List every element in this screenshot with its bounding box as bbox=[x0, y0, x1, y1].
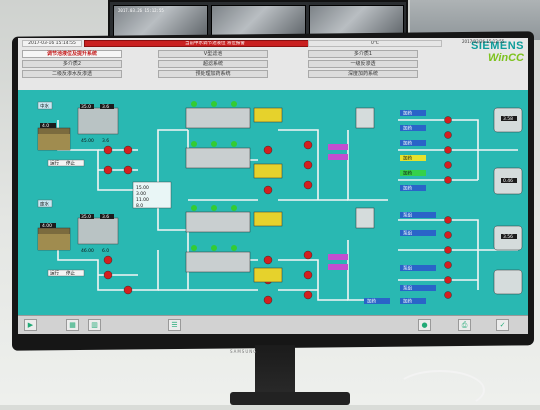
chem-label-column: 加药 加药 加药 加药 加药 加药 泵组 泵组 泵组 泵组 加药 加药 bbox=[364, 110, 436, 305]
filter-bank-lower[interactable] bbox=[185, 205, 251, 273]
feed-pit-upper-level bbox=[38, 134, 70, 150]
cable bbox=[395, 370, 485, 410]
status-lower-stop: 停止 bbox=[66, 270, 75, 277]
nav-ultrafiltration[interactable]: 超滤系统 bbox=[158, 60, 268, 68]
nav-multimedia-2[interactable]: 多介质2 bbox=[22, 60, 122, 68]
status-upper-run: 运行 bbox=[50, 160, 59, 167]
chem-label-8: 加药 bbox=[367, 298, 376, 305]
dosing-unit-upper[interactable] bbox=[77, 104, 119, 135]
clarifier-units[interactable] bbox=[253, 107, 283, 283]
nav-ro-stage-1[interactable]: 一级反渗透 bbox=[308, 60, 418, 68]
map-icon[interactable]: ▦ bbox=[66, 319, 79, 331]
monitor-brand: SAMSUNG bbox=[230, 349, 258, 354]
chem-label-1: 加药 bbox=[403, 110, 412, 117]
pump-label-3: 泵组 bbox=[403, 265, 412, 272]
flow-upper-4: 8.0 bbox=[136, 203, 143, 209]
pump-array[interactable] bbox=[103, 116, 452, 305]
chem-tanks-mid[interactable] bbox=[328, 107, 375, 270]
status-box-lower bbox=[47, 269, 85, 277]
level-readout-upper: 4.0 bbox=[42, 123, 49, 129]
nav-level-lift[interactable]: 调节池液位及提升系统 bbox=[22, 50, 122, 58]
monitor-foot bbox=[230, 392, 350, 405]
dosing-unit-lower[interactable] bbox=[77, 214, 119, 245]
readout-lower-4: 6.0 bbox=[102, 248, 109, 254]
chem-label-7: 加药 bbox=[403, 298, 412, 305]
nav-multimedia-1[interactable]: 多介质1 bbox=[308, 50, 418, 58]
pump-label-2: 泵组 bbox=[403, 230, 412, 237]
feed-pit-lower-level bbox=[38, 234, 70, 250]
status-lower-run: 运行 bbox=[50, 270, 59, 277]
nav-advanced-dosing[interactable]: 深度加药系统 bbox=[308, 70, 418, 78]
product-tanks[interactable] bbox=[493, 107, 523, 295]
wincc-screen: 2017-03-16 15:14:55 当前中水调节池液位 液位报警 0℃ 调节… bbox=[18, 38, 528, 334]
readout-lower-3: 46.00 bbox=[81, 248, 94, 254]
chem-label-5: 加药 bbox=[403, 170, 412, 177]
pump-label-1: 泵组 bbox=[403, 212, 412, 219]
pump-label-4: 泵组 bbox=[403, 285, 412, 292]
tank-label-upper: 中水 bbox=[40, 103, 49, 110]
flow-upper-1: 15.00 bbox=[136, 185, 149, 191]
status-box-upper bbox=[47, 159, 85, 167]
tank-label-lower-bg bbox=[37, 199, 53, 208]
alarm-extra: 0℃ bbox=[308, 40, 442, 47]
chem-label-3: 加药 bbox=[403, 140, 412, 147]
chem-label-4: 加药 bbox=[403, 155, 412, 162]
product-tank-3-value: 3.56 bbox=[503, 234, 513, 240]
product-tank-1-value: 3.58 bbox=[503, 116, 513, 122]
level-readout-upper-bg bbox=[40, 123, 56, 128]
level-readout-lower-bg bbox=[40, 223, 56, 228]
readout-upper-3: 45.00 bbox=[81, 138, 94, 144]
hmi-toolbar: ▶ ▦ ▥ ☰ ● ⎙ ✓ bbox=[18, 315, 528, 334]
confirm-icon[interactable]: ✓ bbox=[496, 319, 509, 331]
chem-label-6: 加药 bbox=[403, 185, 412, 192]
level-readout-lower: 4.00 bbox=[42, 223, 52, 229]
flow-upper-2: 3.00 bbox=[136, 191, 146, 197]
filter-bank-upper[interactable] bbox=[185, 101, 251, 169]
tank-label-upper-bg bbox=[37, 101, 53, 110]
tank-label-lower: 废水 bbox=[40, 201, 49, 208]
readout-upper-4: 3.6 bbox=[102, 138, 109, 144]
user-icon[interactable]: ● bbox=[418, 319, 431, 331]
nav-v-filter[interactable]: V型滤池 bbox=[158, 50, 268, 58]
readout-lower-1: 35.0 bbox=[81, 214, 91, 220]
product-tank-2-value: 0.46 bbox=[503, 178, 513, 184]
clock-display: 2017-03-16 15:14:55 bbox=[22, 40, 82, 47]
chem-label-2: 加药 bbox=[403, 125, 412, 132]
hmi-header: 2017-03-16 15:14:55 当前中水调节池液位 液位报警 0℃ 调节… bbox=[18, 38, 528, 90]
siemens-wincc-logo: 2017/03/26 15:12:55 SIEMENS WinCC bbox=[462, 39, 524, 64]
flow-panel-upper bbox=[132, 181, 172, 209]
readout-upper-2: 3.6 bbox=[102, 104, 109, 110]
flow-upper-3: 11.00 bbox=[136, 197, 149, 203]
list-icon[interactable]: ☰ bbox=[168, 319, 181, 331]
status-upper-stop: 停止 bbox=[66, 160, 75, 167]
readout-lower-2: 3.6 bbox=[102, 214, 109, 220]
play-icon[interactable]: ▶ bbox=[24, 319, 37, 331]
nav-pretreat-dosing[interactable]: 预处理加药系统 bbox=[158, 70, 268, 78]
readout-upper-1: 35.0 bbox=[81, 104, 91, 110]
print-icon[interactable]: ⎙ bbox=[458, 319, 471, 331]
grid-icon[interactable]: ▥ bbox=[88, 319, 101, 331]
process-diagram: 中水 4.0 废水 4.00 35.0 3.6 运行 停止 35.0 3.6 bbox=[37, 101, 523, 305]
nav-ro-stage-2[interactable]: 二级反渗水反渗透 bbox=[22, 70, 122, 78]
